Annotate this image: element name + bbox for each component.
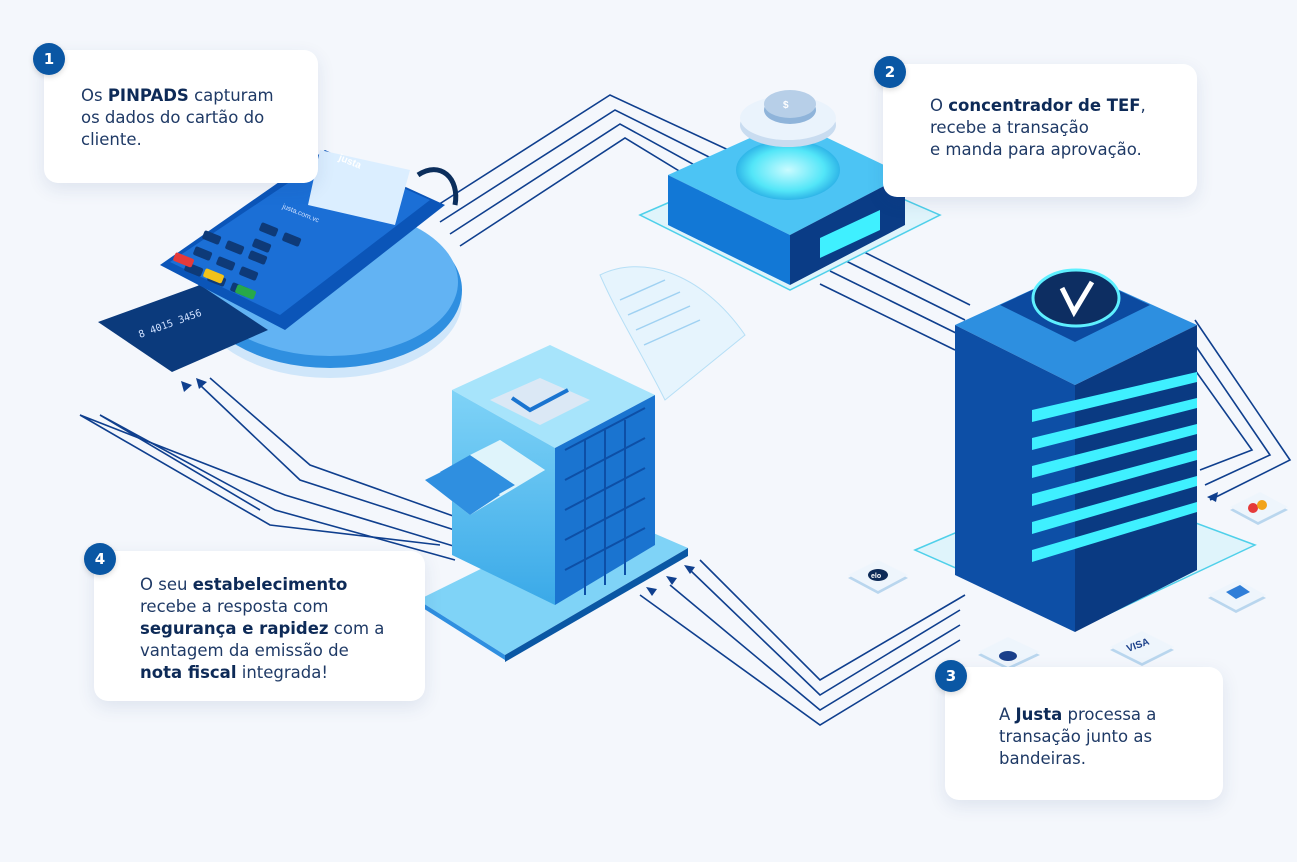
step-3-pre: A bbox=[999, 705, 1016, 724]
step-4-number-badge: 4 bbox=[84, 543, 116, 575]
step-2-post: , bbox=[1141, 96, 1146, 115]
step-3-post: processa a bbox=[1062, 705, 1156, 724]
step-2-text: O concentrador de TEF, recebe a transaçã… bbox=[930, 95, 1146, 161]
step-2-pre: O bbox=[930, 96, 948, 115]
step-2-bold: concentrador de TEF bbox=[948, 96, 1140, 115]
step-3-line2: transação junto as bbox=[999, 726, 1156, 748]
step-3-line3: bandeiras. bbox=[999, 748, 1156, 770]
step-1-post: capturam bbox=[189, 86, 274, 105]
step-3-text: A Justa processa a transação junto as ba… bbox=[999, 704, 1156, 770]
step-4-line2: recebe a resposta com bbox=[140, 596, 384, 618]
step-1-card: Os PINPADS capturam os dados do cartão d… bbox=[44, 50, 318, 183]
step-3-bold: Justa bbox=[1016, 705, 1063, 724]
step-1-bold: PINPADS bbox=[108, 86, 189, 105]
step-1-line3: cliente. bbox=[81, 129, 274, 151]
step-1-number-badge: 1 bbox=[33, 43, 65, 75]
step-1-line2: os dados do cartão do bbox=[81, 107, 274, 129]
step-4-line3-post: com a bbox=[329, 619, 385, 638]
step-2-number-badge: 2 bbox=[874, 56, 906, 88]
amex-icon bbox=[1208, 580, 1266, 613]
step-3-number-badge: 3 bbox=[935, 660, 967, 692]
svg-text:$: $ bbox=[783, 100, 789, 111]
shop-illustration bbox=[418, 267, 745, 662]
step-1-text: Os PINPADS capturam os dados do cartão d… bbox=[81, 85, 274, 151]
step-2-line2: recebe a transação bbox=[930, 117, 1146, 139]
step-2-card: O concentrador de TEF, recebe a transaçã… bbox=[883, 64, 1197, 197]
mastercard-icon bbox=[1230, 492, 1288, 525]
step-4-pre: O seu bbox=[140, 575, 193, 594]
diners-icon bbox=[978, 637, 1040, 670]
step-4-line5-post: integrada! bbox=[236, 663, 327, 682]
visa-icon: VISA bbox=[1110, 631, 1174, 666]
step-4-bold: estabelecimento bbox=[193, 575, 348, 594]
justa-tower-illustration bbox=[915, 270, 1255, 632]
step-2-line3: e manda para aprovação. bbox=[930, 139, 1146, 161]
step-4-line4: vantagem da emissão de bbox=[140, 640, 384, 662]
pinpad-illustration: 8 4015 3456 justa justa.com.vc bbox=[98, 150, 462, 378]
step-1-pre: Os bbox=[81, 86, 108, 105]
step-4-card: O seu estabelecimento recebe a resposta … bbox=[94, 551, 425, 701]
step-3-card: A Justa processa a transação junto as ba… bbox=[945, 667, 1223, 800]
elo-icon: elo bbox=[848, 560, 908, 594]
step-4-line3-bold: segurança e rapidez bbox=[140, 619, 329, 638]
svg-text:elo: elo bbox=[871, 573, 881, 580]
step-4-text: O seu estabelecimento recebe a resposta … bbox=[140, 574, 384, 684]
step-4-line5-bold: nota fiscal bbox=[140, 663, 236, 682]
